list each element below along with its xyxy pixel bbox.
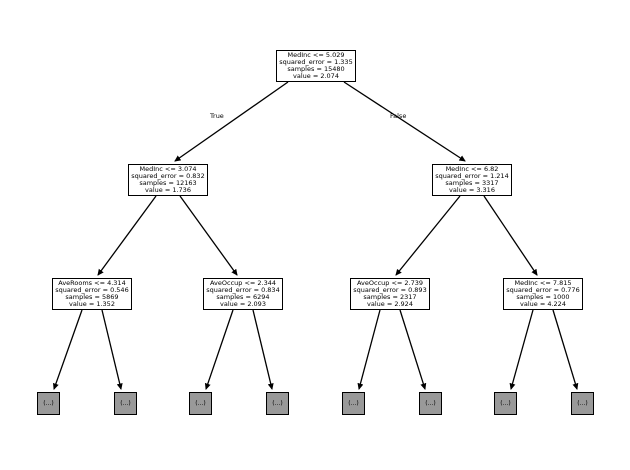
- edge-left-leftright: [179, 195, 238, 276]
- node-samples: samples = 15480: [287, 65, 345, 73]
- node-squared-error: squared_error = 1.214: [435, 171, 509, 180]
- edge-to-leaf-7: [509, 309, 534, 390]
- node-split-condition: AveRooms <= 4.314: [58, 278, 126, 287]
- leaf-node-truncated: (...): [189, 392, 212, 415]
- node-value: value = 2.093: [220, 300, 266, 309]
- leaf-node-truncated: (...): [419, 392, 442, 415]
- node-squared-error: squared_error = 0.834: [206, 285, 280, 294]
- leaf-node-truncated: (...): [114, 392, 137, 415]
- edge-label-false: False: [390, 112, 407, 120]
- edge-label-true: True: [210, 112, 224, 120]
- node-value: value = 4.224: [520, 300, 566, 309]
- tree-node-right: MedInc <= 6.82 squared_error = 1.214 sam…: [432, 164, 512, 196]
- node-value: value = 2.924: [367, 300, 413, 309]
- node-value: value = 1.352: [69, 300, 115, 309]
- node-split-condition: MedInc <= 3.074: [139, 164, 197, 173]
- leaf-node-truncated: (...): [571, 392, 594, 415]
- tree-node-right-right: MedInc <= 7.815 squared_error = 0.776 sa…: [503, 278, 583, 310]
- node-squared-error: squared_error = 0.546: [55, 285, 129, 294]
- edge-right-rightright: [483, 195, 538, 276]
- leaf-node-truncated: (...): [342, 392, 365, 415]
- node-samples: samples = 6294: [216, 293, 270, 301]
- node-split-condition: MedInc <= 6.82: [445, 164, 499, 173]
- node-samples: samples = 5869: [65, 293, 119, 301]
- edge-to-leaf-4: [252, 309, 274, 390]
- edge-to-leaf-5: [357, 309, 381, 390]
- edge-root-right: [343, 81, 466, 162]
- node-samples: samples = 3317: [445, 179, 499, 187]
- node-samples: samples = 1000: [516, 293, 570, 301]
- node-split-condition: AveOccup <= 2.344: [209, 278, 277, 287]
- edge-to-leaf-3: [204, 309, 234, 390]
- node-split-condition: MedInc <= 5.029: [287, 50, 345, 59]
- edge-to-leaf-2: [101, 309, 123, 390]
- node-value: value = 3.316: [449, 186, 495, 195]
- leaf-node-truncated: (...): [37, 392, 60, 415]
- node-value: value = 2.074: [293, 72, 339, 81]
- node-squared-error: squared_error = 1.335: [279, 57, 353, 66]
- tree-node-root: MedInc <= 5.029 squared_error = 1.335 sa…: [276, 50, 356, 82]
- leaf-node-truncated: (...): [266, 392, 289, 415]
- tree-node-left: MedInc <= 3.074 squared_error = 0.832 sa…: [128, 164, 208, 196]
- node-split-condition: AveOccup <= 2.739: [356, 278, 424, 287]
- node-squared-error: squared_error = 0.776: [506, 285, 580, 294]
- node-samples: samples = 12163: [139, 179, 197, 187]
- edge-left-leftleft: [97, 195, 157, 276]
- edge-root-left: [174, 81, 289, 162]
- tree-node-left-right: AveOccup <= 2.344 squared_error = 0.834 …: [203, 278, 283, 310]
- node-squared-error: squared_error = 0.893: [353, 285, 427, 294]
- node-squared-error: squared_error = 0.832: [131, 171, 205, 180]
- tree-node-right-left: AveOccup <= 2.739 squared_error = 0.893 …: [350, 278, 430, 310]
- tree-node-left-left: AveRooms <= 4.314 squared_error = 0.546 …: [52, 278, 132, 310]
- node-samples: samples = 2317: [363, 293, 417, 301]
- edge-to-leaf-1: [53, 309, 83, 390]
- edge-right-rightleft: [395, 195, 461, 276]
- edge-to-leaf-6: [399, 309, 427, 390]
- node-value: value = 1.736: [145, 186, 191, 195]
- leaf-node-truncated: (...): [494, 392, 517, 415]
- node-split-condition: MedInc <= 7.815: [514, 278, 572, 287]
- edge-to-leaf-8: [552, 309, 579, 390]
